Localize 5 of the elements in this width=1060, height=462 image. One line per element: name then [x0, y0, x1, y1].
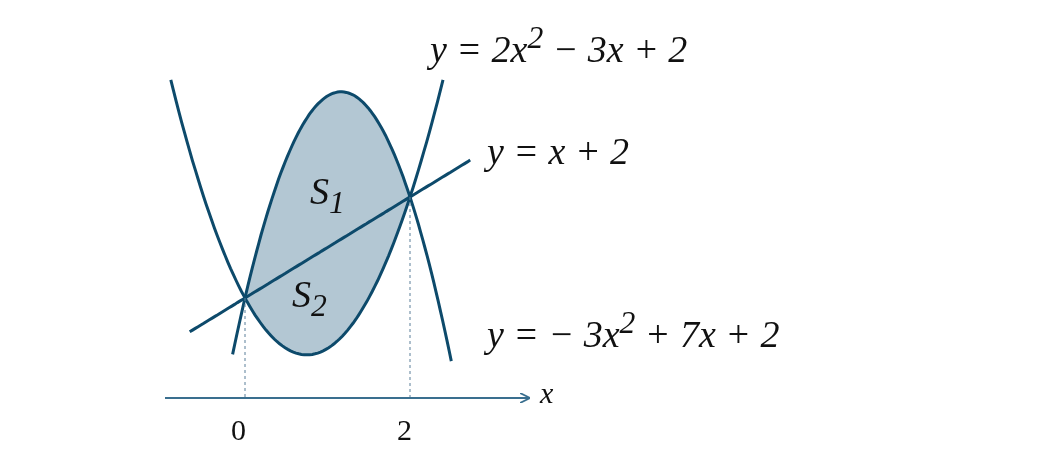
region-label: S$_{2}$	[292, 275, 327, 322]
axis-label: x	[540, 378, 554, 408]
tick-label: 2	[397, 415, 412, 445]
tick-label: 0	[231, 415, 246, 445]
region-label: S$_{1}$	[310, 172, 345, 219]
